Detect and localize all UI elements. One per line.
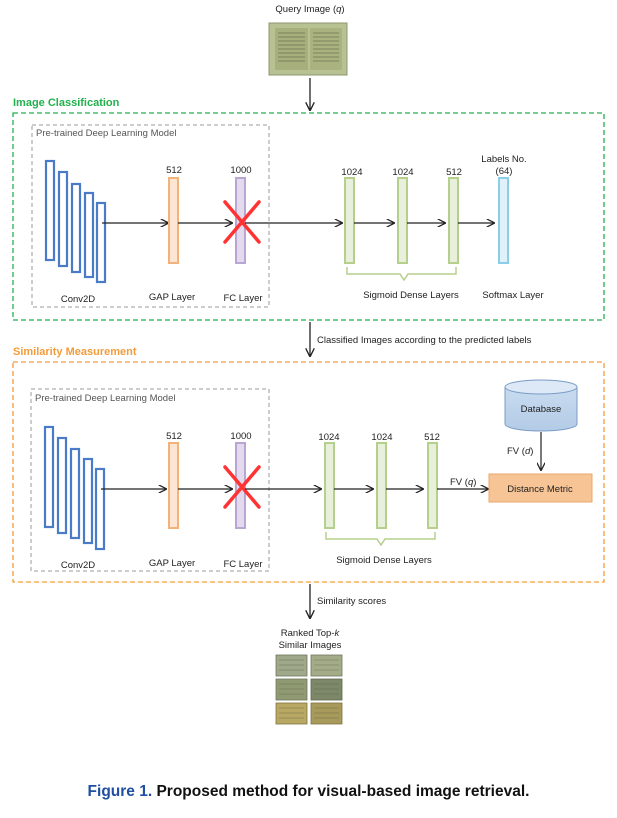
classification-dense-brace — [346, 267, 457, 282]
similarity-gap-size: 512 — [166, 431, 182, 442]
classification-dense-1-size: 1024 — [341, 167, 362, 178]
ranked-topk-label: Ranked Top-k — [281, 628, 341, 639]
similarity-fc-label: FC Layer — [223, 559, 262, 570]
query-image-label: Query Image (q) — [275, 4, 344, 15]
classification-sigmoid-label: Sigmoid Dense Layers — [363, 290, 459, 301]
fv-d-label: FV (d) — [507, 446, 533, 457]
classification-conv2d-label: Conv2D — [61, 294, 95, 305]
similarity-dense-3 — [427, 442, 438, 529]
method-diagram: Query Image (q) Image Classification Pre… — [12, 4, 605, 725]
figure-caption-text: Proposed method for visual-based image r… — [152, 783, 530, 800]
similarity-model-frame — [30, 388, 270, 572]
classification-dense-2-size: 1024 — [392, 167, 413, 178]
similarity-conv2d-stack — [43, 425, 106, 551]
classified-images-label: Classified Images according to the predi… — [317, 335, 532, 346]
distance-metric-label: Distance Metric — [507, 484, 573, 495]
similar-images-label: Similar Images — [279, 640, 342, 651]
similarity-sigmoid-label: Sigmoid Dense Layers — [336, 555, 432, 566]
classification-cross-icon — [223, 200, 261, 244]
fv-q-label: FV (q) — [450, 477, 476, 488]
classification-frame — [12, 112, 605, 321]
database-cylinder-icon — [504, 379, 578, 432]
classification-dense-3-size: 512 — [446, 167, 462, 178]
classification-title: Image Classification — [13, 97, 120, 109]
figure-caption: Figure 1. Proposed method for visual-bas… — [0, 783, 617, 801]
database-label: Database — [521, 404, 562, 415]
similarity-dense-2 — [376, 442, 387, 529]
classification-gap-size: 512 — [166, 165, 182, 176]
similarity-dense-brace — [325, 532, 436, 547]
classification-labels-no: Labels No. — [481, 154, 526, 165]
similarity-cross-icon — [223, 465, 261, 509]
similarity-dense-1 — [324, 442, 335, 529]
classification-dense-3 — [448, 177, 459, 264]
query-image-thumbnail — [268, 22, 348, 76]
ranked-image-thumbnails — [275, 654, 343, 725]
similarity-dense-2-size: 1024 — [371, 432, 392, 443]
classification-dense-1 — [344, 177, 355, 264]
similarity-gap-label: GAP Layer — [149, 558, 195, 569]
figure-number: Figure 1. — [87, 783, 153, 800]
classification-conv2d-stack — [44, 159, 107, 284]
similarity-dense-1-size: 1024 — [318, 432, 339, 443]
similarity-conv2d-label: Conv2D — [61, 560, 95, 571]
classification-softmax-layer — [498, 177, 509, 264]
classification-gap-layer — [168, 177, 179, 264]
distance-metric-box — [488, 473, 593, 503]
classification-fc-size: 1000 — [230, 165, 251, 176]
similarity-title: Similarity Measurement — [13, 346, 137, 358]
similarity-frame — [12, 361, 605, 583]
similarity-model-title: Pre-trained Deep Learning Model — [35, 393, 175, 404]
similarity-dense-3-size: 512 — [424, 432, 440, 443]
similarity-fc-size: 1000 — [230, 431, 251, 442]
classification-labels-count: (64) — [496, 166, 513, 177]
classification-softmax-label: Softmax Layer — [482, 290, 543, 301]
classification-model-title: Pre-trained Deep Learning Model — [36, 128, 176, 139]
similarity-gap-layer — [168, 442, 179, 529]
similarity-scores-label: Similarity scores — [317, 596, 386, 607]
classification-gap-label: GAP Layer — [149, 292, 195, 303]
classification-fc-label: FC Layer — [223, 293, 262, 304]
classification-dense-2 — [397, 177, 408, 264]
